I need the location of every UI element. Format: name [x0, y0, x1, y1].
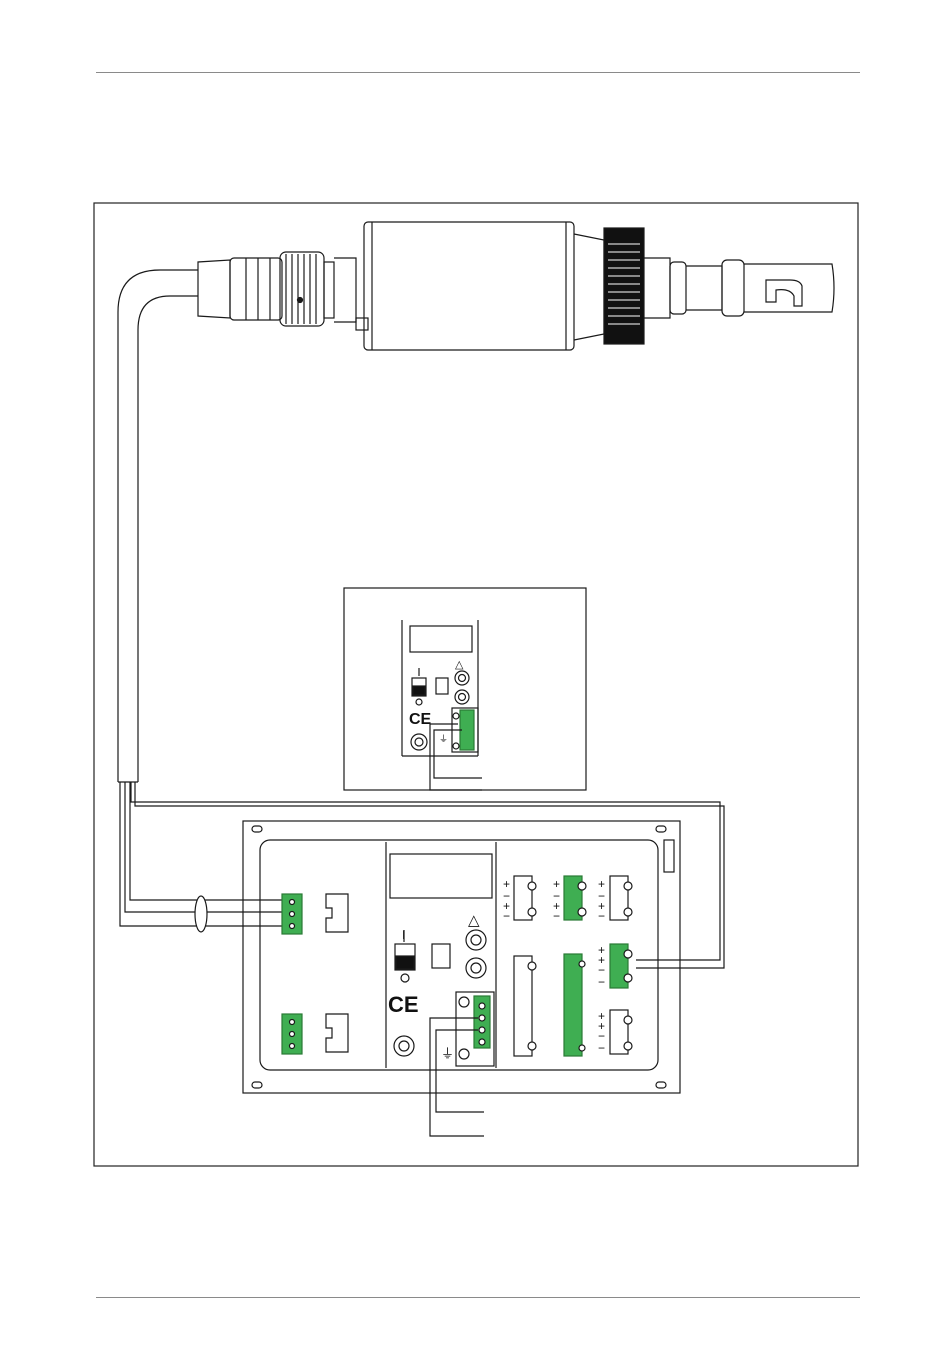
transmitter-unit — [243, 821, 680, 1136]
ground-icon: ⏚ — [439, 734, 448, 744]
tx-warning-icon: △ — [468, 912, 480, 929]
svg-text:−: − — [598, 1041, 605, 1055]
svg-text:−: − — [598, 975, 605, 989]
power-supply-unit: CE — [344, 588, 586, 790]
warning-icon: △ — [455, 659, 464, 671]
svg-text:−: − — [598, 909, 605, 923]
ce-mark-label: CE — [409, 711, 432, 728]
tx-power-label: I — [402, 928, 405, 942]
tx-ce-mark: CE — [388, 992, 419, 1017]
tx-minus-2: − — [503, 909, 510, 923]
sensor-cable — [118, 270, 724, 968]
tx-ground-icon: ⏚ — [441, 1046, 454, 1061]
sensor-probe-icon — [198, 222, 834, 350]
svg-text:−: − — [553, 909, 560, 923]
